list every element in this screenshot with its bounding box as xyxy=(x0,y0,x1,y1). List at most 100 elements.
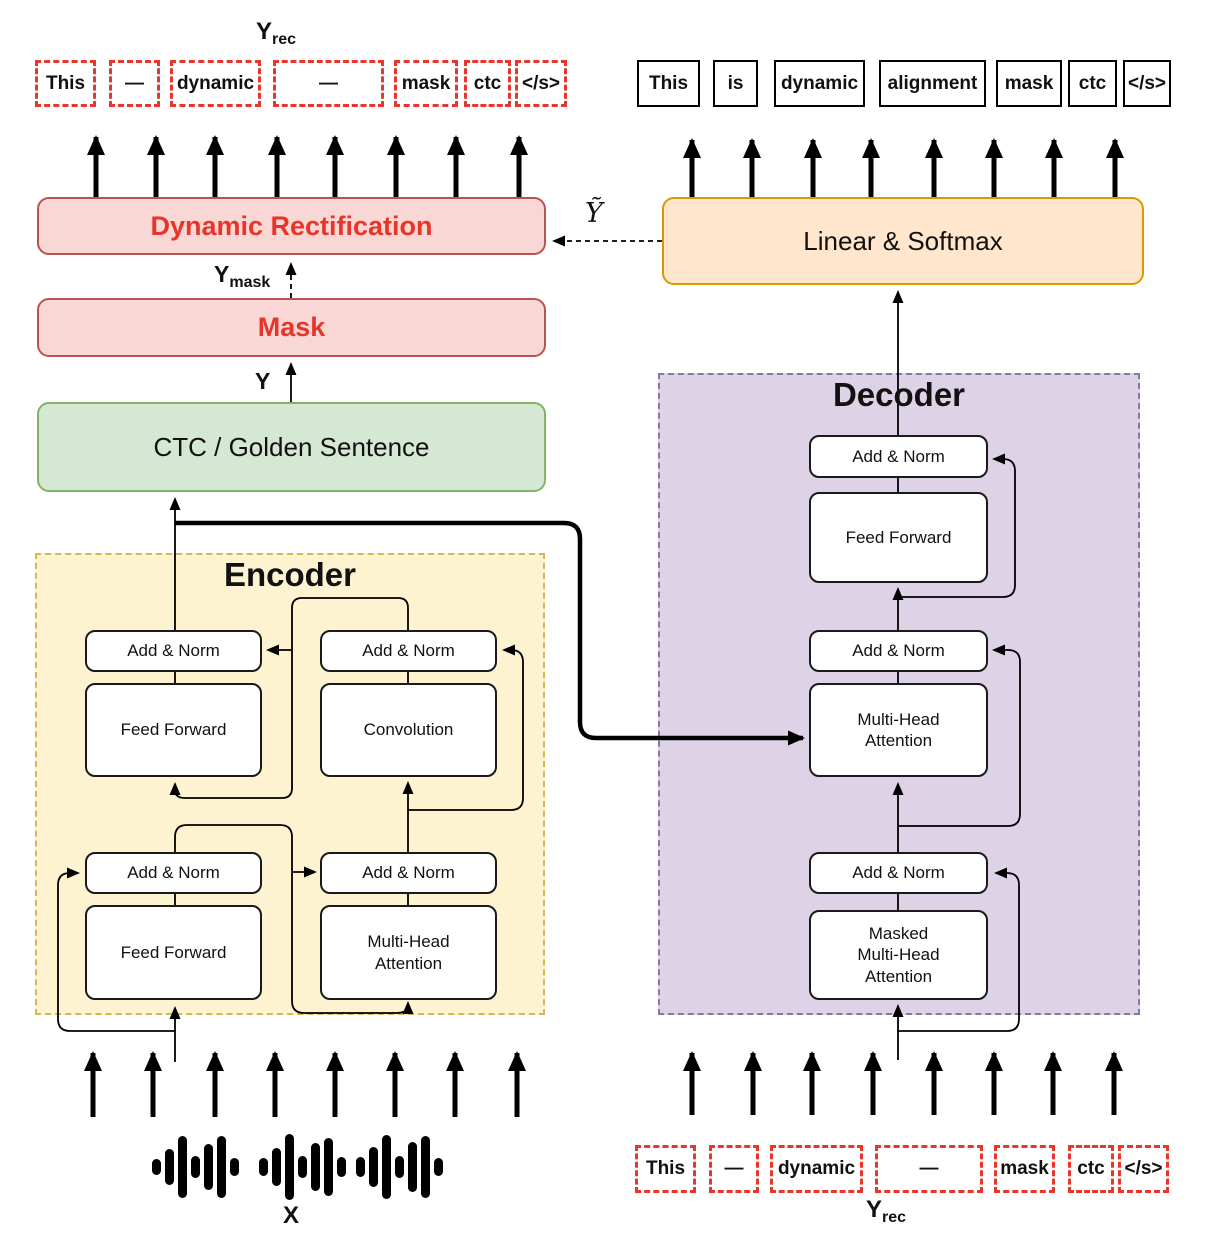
encoder-add-norm-1: Add & Norm xyxy=(85,630,262,672)
arrow-row-top-right xyxy=(683,138,1124,197)
token-box: dynamic xyxy=(170,60,261,107)
token-label: </s> xyxy=(521,72,561,94)
mask-block: Mask xyxy=(37,298,546,357)
waveform-icon xyxy=(152,1134,443,1200)
token-label: — xyxy=(724,1158,744,1179)
decoder-title: Decoder xyxy=(832,376,966,413)
y-rec-top-sub: rec xyxy=(272,31,297,48)
arrow-row-bottom-right xyxy=(683,1051,1123,1115)
decoder-masked-multi-head-attention: Masked Multi-Head Attention xyxy=(809,910,988,1000)
decoder-connections xyxy=(892,453,1021,1060)
decoder-add-norm-1: Add & Norm xyxy=(809,435,988,478)
token-box: — xyxy=(109,60,160,107)
y-rec-top-label: Yrec xyxy=(256,18,296,49)
arrow-row-top-left xyxy=(87,135,528,197)
token-label: </s> xyxy=(1127,72,1167,94)
decoder-multi-head-attention-label: Multi-Head Attention xyxy=(857,709,940,750)
encoder-add-norm-3-label: Add & Norm xyxy=(127,863,220,883)
encoder-multi-head-attention-label: Multi-Head Attention xyxy=(367,932,450,973)
token-label: dynamic xyxy=(176,72,255,94)
token-label: This xyxy=(45,72,86,94)
decoder-add-norm-3: Add & Norm xyxy=(809,852,988,894)
decoder-multi-head-attention: Multi-Head Attention xyxy=(809,683,988,777)
token-box: </s> xyxy=(1118,1145,1169,1193)
encoder-title: Encoder xyxy=(223,556,357,593)
token-box: alignment xyxy=(879,60,986,107)
token-box: mask xyxy=(994,1145,1055,1193)
y-mask-label: Ymask xyxy=(214,261,270,292)
x-input-text: X xyxy=(283,1202,300,1229)
encoder-feed-forward-1-label: Feed Forward xyxy=(120,720,227,740)
encoder-add-norm-4: Add & Norm xyxy=(320,852,497,894)
token-label: mask xyxy=(401,72,451,94)
token-box: — xyxy=(875,1145,983,1193)
x-input-label: X xyxy=(283,1202,299,1230)
encoder-feed-forward-2-label: Feed Forward xyxy=(120,942,227,962)
encoder-connections xyxy=(57,597,524,1062)
y-label-text: Y xyxy=(255,368,271,394)
dynamic-rectification-label: Dynamic Rectification xyxy=(150,210,433,241)
ctc-golden-sentence-label: CTC / Golden Sentence xyxy=(153,431,430,462)
ctc-golden-sentence-block: CTC / Golden Sentence xyxy=(37,402,546,492)
y-tilde-text: Ỹ xyxy=(585,198,603,229)
token-box: This xyxy=(637,60,700,107)
token-box: mask xyxy=(996,60,1062,107)
encoder-multi-head-attention: Multi-Head Attention xyxy=(320,905,497,1000)
token-box: </s> xyxy=(515,60,567,107)
token-box: — xyxy=(709,1145,759,1193)
arrow-row-bottom-left xyxy=(84,1051,526,1117)
token-label: alignment xyxy=(887,72,978,94)
token-label: ctc xyxy=(473,72,502,94)
encoder-convolution-label: Convolution xyxy=(363,720,454,740)
token-label: — xyxy=(125,72,144,94)
token-label: </s> xyxy=(1124,1158,1163,1179)
encoder-add-norm-4-label: Add & Norm xyxy=(362,863,455,883)
token-box: This xyxy=(35,60,96,107)
token-label: mask xyxy=(1004,72,1054,94)
linear-softmax-block: Linear & Softmax xyxy=(662,197,1144,285)
encoder-convolution: Convolution xyxy=(320,683,497,777)
token-label: is xyxy=(727,72,744,94)
token-box: mask xyxy=(394,60,458,107)
decoder-add-norm-1-label: Add & Norm xyxy=(852,446,945,466)
decoder-add-norm-2: Add & Norm xyxy=(809,630,988,672)
linear-softmax-label: Linear & Softmax xyxy=(803,225,1003,256)
y-mask-base: Y xyxy=(214,261,230,287)
token-box: dynamic xyxy=(774,60,865,107)
encoder-to-decoder-arrow xyxy=(175,520,805,746)
decoder-add-norm-3-label: Add & Norm xyxy=(852,863,945,883)
token-label: — xyxy=(919,1158,939,1179)
encoder-add-norm-1-label: Add & Norm xyxy=(127,641,220,661)
token-box: dynamic xyxy=(770,1145,863,1193)
decoder-feed-forward-label: Feed Forward xyxy=(845,527,952,547)
encoder-add-norm-2-label: Add & Norm xyxy=(362,641,455,661)
encoder-add-norm-3: Add & Norm xyxy=(85,852,262,894)
token-box: ctc xyxy=(464,60,511,107)
encoder-add-norm-2: Add & Norm xyxy=(320,630,497,672)
token-label: This xyxy=(645,1158,686,1179)
encoder-feed-forward-2: Feed Forward xyxy=(85,905,262,1000)
token-box: ctc xyxy=(1068,60,1117,107)
token-box: This xyxy=(635,1145,696,1193)
y-rec-top-base: Y xyxy=(256,18,273,45)
token-label: dynamic xyxy=(780,72,859,94)
y-rec-bottom-base: Y xyxy=(866,1196,883,1223)
encoder-feed-forward-1: Feed Forward xyxy=(85,683,262,777)
token-box: ctc xyxy=(1068,1145,1114,1193)
token-box: is xyxy=(713,60,758,107)
y-rec-bottom-label: Yrec xyxy=(866,1196,906,1227)
token-box: </s> xyxy=(1123,60,1171,107)
decoder-feed-forward: Feed Forward xyxy=(809,492,988,583)
token-label: dynamic xyxy=(777,1158,856,1179)
decoder-masked-multi-head-attention-label: Masked Multi-Head Attention xyxy=(857,924,940,986)
token-label: — xyxy=(319,72,338,94)
token-label: This xyxy=(648,72,689,94)
mask-label: Mask xyxy=(257,312,326,342)
decoder-add-norm-2-label: Add & Norm xyxy=(852,641,945,661)
token-label: mask xyxy=(1000,1158,1049,1179)
token-label: ctc xyxy=(1078,72,1107,94)
y-mask-sub: mask xyxy=(229,274,271,291)
y-tilde-label: Ỹ xyxy=(585,198,603,229)
